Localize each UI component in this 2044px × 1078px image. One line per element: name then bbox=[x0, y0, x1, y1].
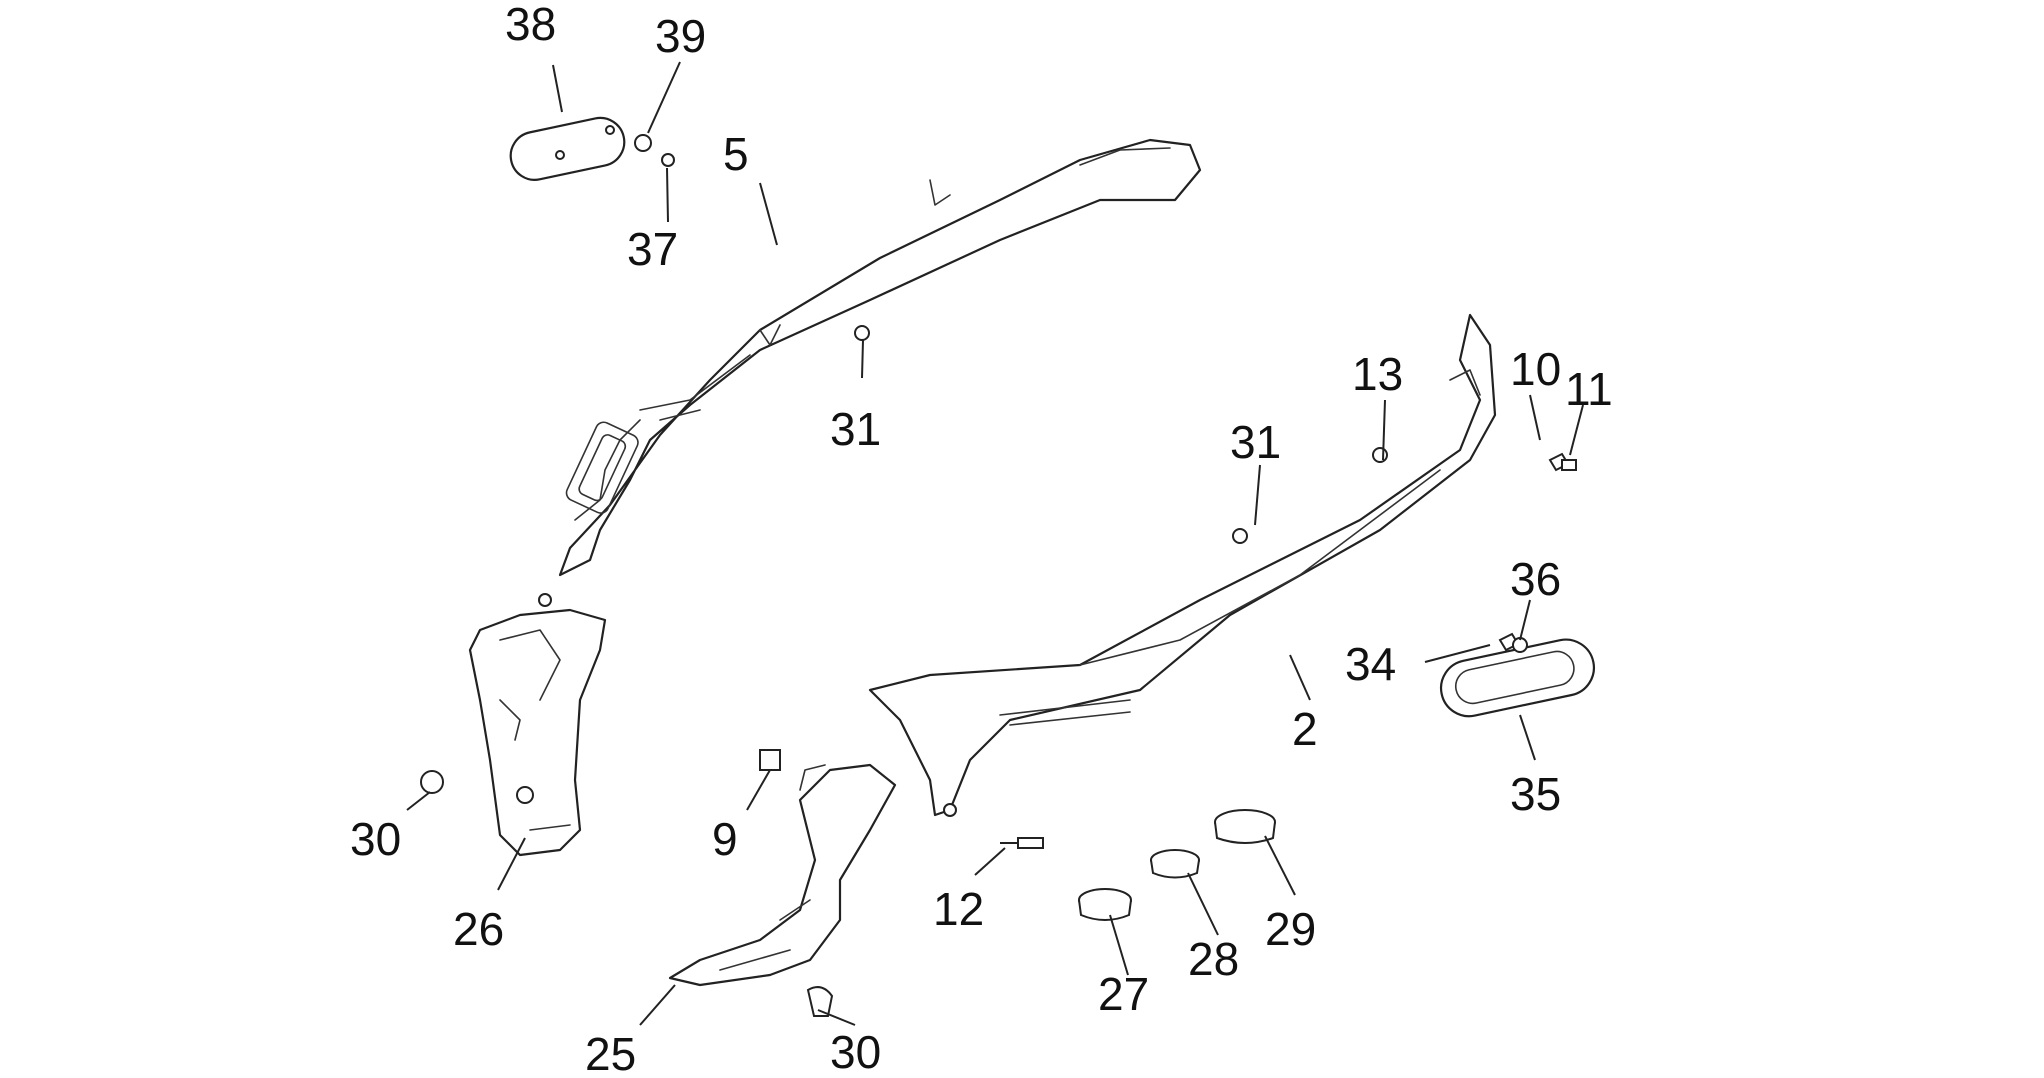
grommet-29 bbox=[1214, 809, 1276, 844]
callout-38: 38 bbox=[505, 0, 556, 50]
grommet-27 bbox=[1078, 888, 1132, 921]
callout-35: 35 bbox=[1510, 768, 1561, 820]
grommet-28 bbox=[1150, 849, 1200, 879]
callout-5: 5 bbox=[723, 128, 749, 180]
callout-30a: 30 bbox=[350, 813, 401, 865]
callout-31b: 31 bbox=[1230, 416, 1281, 468]
callout-30b: 30 bbox=[830, 1026, 881, 1078]
part-38-end-cap bbox=[509, 116, 626, 181]
part-2-lower-rail bbox=[868, 313, 1497, 817]
part-35-end-cap bbox=[1439, 638, 1596, 718]
callout-31a: 31 bbox=[830, 403, 881, 455]
callout-26: 26 bbox=[453, 903, 504, 955]
callout-9: 9 bbox=[712, 813, 738, 865]
callout-10: 10 bbox=[1510, 343, 1561, 395]
part-25-lower-bracket bbox=[668, 763, 897, 987]
callout-12: 12 bbox=[933, 883, 984, 935]
callout-28: 28 bbox=[1188, 933, 1239, 985]
callout-34: 34 bbox=[1345, 638, 1396, 690]
callout-25: 25 bbox=[585, 1028, 636, 1078]
fasteners bbox=[420, 134, 1577, 1017]
callout-36: 36 bbox=[1510, 553, 1561, 605]
callout-37: 37 bbox=[627, 223, 678, 275]
part-5-upper-rail bbox=[538, 138, 1202, 607]
callout-13: 13 bbox=[1352, 348, 1403, 400]
callout-29: 29 bbox=[1265, 903, 1316, 955]
part-26-side-bracket bbox=[468, 608, 607, 857]
callout-39: 39 bbox=[655, 10, 706, 62]
callout-11: 11 bbox=[1565, 363, 1613, 415]
leader-lines bbox=[406, 61, 1584, 1026]
callout-27: 27 bbox=[1098, 968, 1149, 1020]
callout-2: 2 bbox=[1292, 703, 1318, 755]
